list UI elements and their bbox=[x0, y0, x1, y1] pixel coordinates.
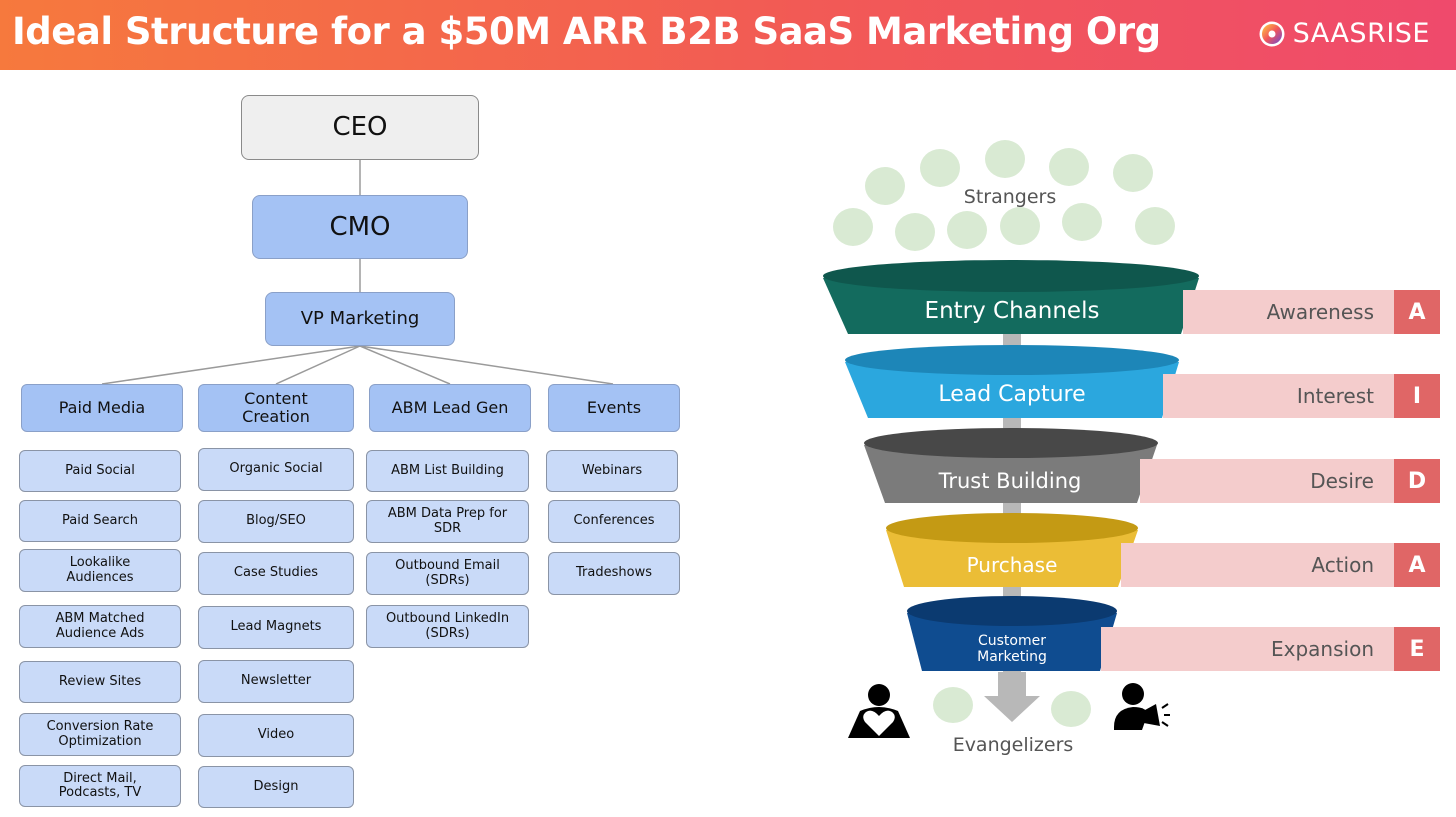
funnel-stage-entry-channels: Entry Channels bbox=[924, 297, 1100, 324]
funnel-stage-trust-building: Trust Building bbox=[938, 468, 1082, 493]
funnel-top-label: Strangers bbox=[963, 186, 1057, 208]
aida-letter-d: D bbox=[1394, 459, 1440, 503]
aida-band-expansion: Expansion bbox=[1101, 627, 1394, 671]
org-item: ABM List Building bbox=[366, 450, 529, 492]
aida-band-desire: Desire bbox=[1140, 459, 1394, 503]
dept-abm-lead-gen: ABM Lead Gen bbox=[369, 384, 531, 432]
funnel-bottom-label: Evangelizers bbox=[952, 734, 1074, 756]
aida-letter-e: E bbox=[1394, 627, 1440, 671]
org-item: Direct Mail, Podcasts, TV bbox=[19, 765, 181, 807]
org-item: Outbound Email (SDRs) bbox=[366, 552, 529, 595]
person-heart-icon bbox=[848, 684, 910, 738]
org-item: Paid Search bbox=[19, 500, 181, 542]
saasrise-logo-icon bbox=[1259, 21, 1285, 46]
org-node-vp-marketing: VP Marketing bbox=[265, 292, 455, 346]
org-node-ceo: CEO bbox=[241, 95, 479, 160]
org-item: Outbound LinkedIn (SDRs) bbox=[366, 605, 529, 648]
funnel-stage-purchase: Purchase bbox=[966, 552, 1058, 577]
brand-name: SAASRISE bbox=[1292, 18, 1430, 49]
funnel-stage-customer-marketing: Customer Marketing bbox=[977, 632, 1047, 665]
aida-letter-i: I bbox=[1394, 374, 1440, 418]
page-title: Ideal Structure for a $50M ARR B2B SaaS … bbox=[12, 10, 1161, 53]
org-item: Design bbox=[198, 766, 354, 808]
org-item: Organic Social bbox=[198, 448, 354, 491]
aida-letter-a: A bbox=[1394, 290, 1440, 334]
org-item: Conferences bbox=[548, 500, 680, 543]
org-item: Tradeshows bbox=[548, 552, 680, 595]
org-item: Webinars bbox=[546, 450, 678, 492]
org-item: Lookalike Audiences bbox=[19, 549, 181, 592]
org-item: Review Sites bbox=[19, 661, 181, 703]
org-item: Blog/SEO bbox=[198, 500, 354, 543]
org-item: Paid Social bbox=[19, 450, 181, 492]
dept-paid-media: Paid Media bbox=[21, 384, 183, 432]
org-item: ABM Data Prep for SDR bbox=[366, 500, 529, 543]
dept-content-creation: Content Creation bbox=[198, 384, 354, 432]
person-megaphone-icon bbox=[1114, 683, 1170, 730]
aida-band-action: Action bbox=[1121, 543, 1394, 587]
brand-logo: SAASRISE bbox=[1259, 18, 1430, 49]
org-item: Lead Magnets bbox=[198, 606, 354, 649]
header-banner: Ideal Structure for a $50M ARR B2B SaaS … bbox=[0, 0, 1456, 70]
down-arrow-icon bbox=[984, 672, 1040, 722]
org-item: Conversion Rate Optimization bbox=[19, 713, 181, 756]
org-item: Case Studies bbox=[198, 552, 354, 595]
funnel-stage-lead-capture: Lead Capture bbox=[938, 382, 1086, 408]
aida-band-awareness: Awareness bbox=[1183, 290, 1394, 334]
aida-letter-a2: A bbox=[1394, 543, 1440, 587]
stranger-bubbles bbox=[833, 140, 1175, 251]
org-node-cmo: CMO bbox=[252, 195, 468, 259]
aida-band-interest: Interest bbox=[1163, 374, 1394, 418]
org-item: Newsletter bbox=[198, 660, 354, 703]
dept-events: Events bbox=[548, 384, 680, 432]
org-item: Video bbox=[198, 714, 354, 757]
org-item: ABM Matched Audience Ads bbox=[19, 605, 181, 648]
